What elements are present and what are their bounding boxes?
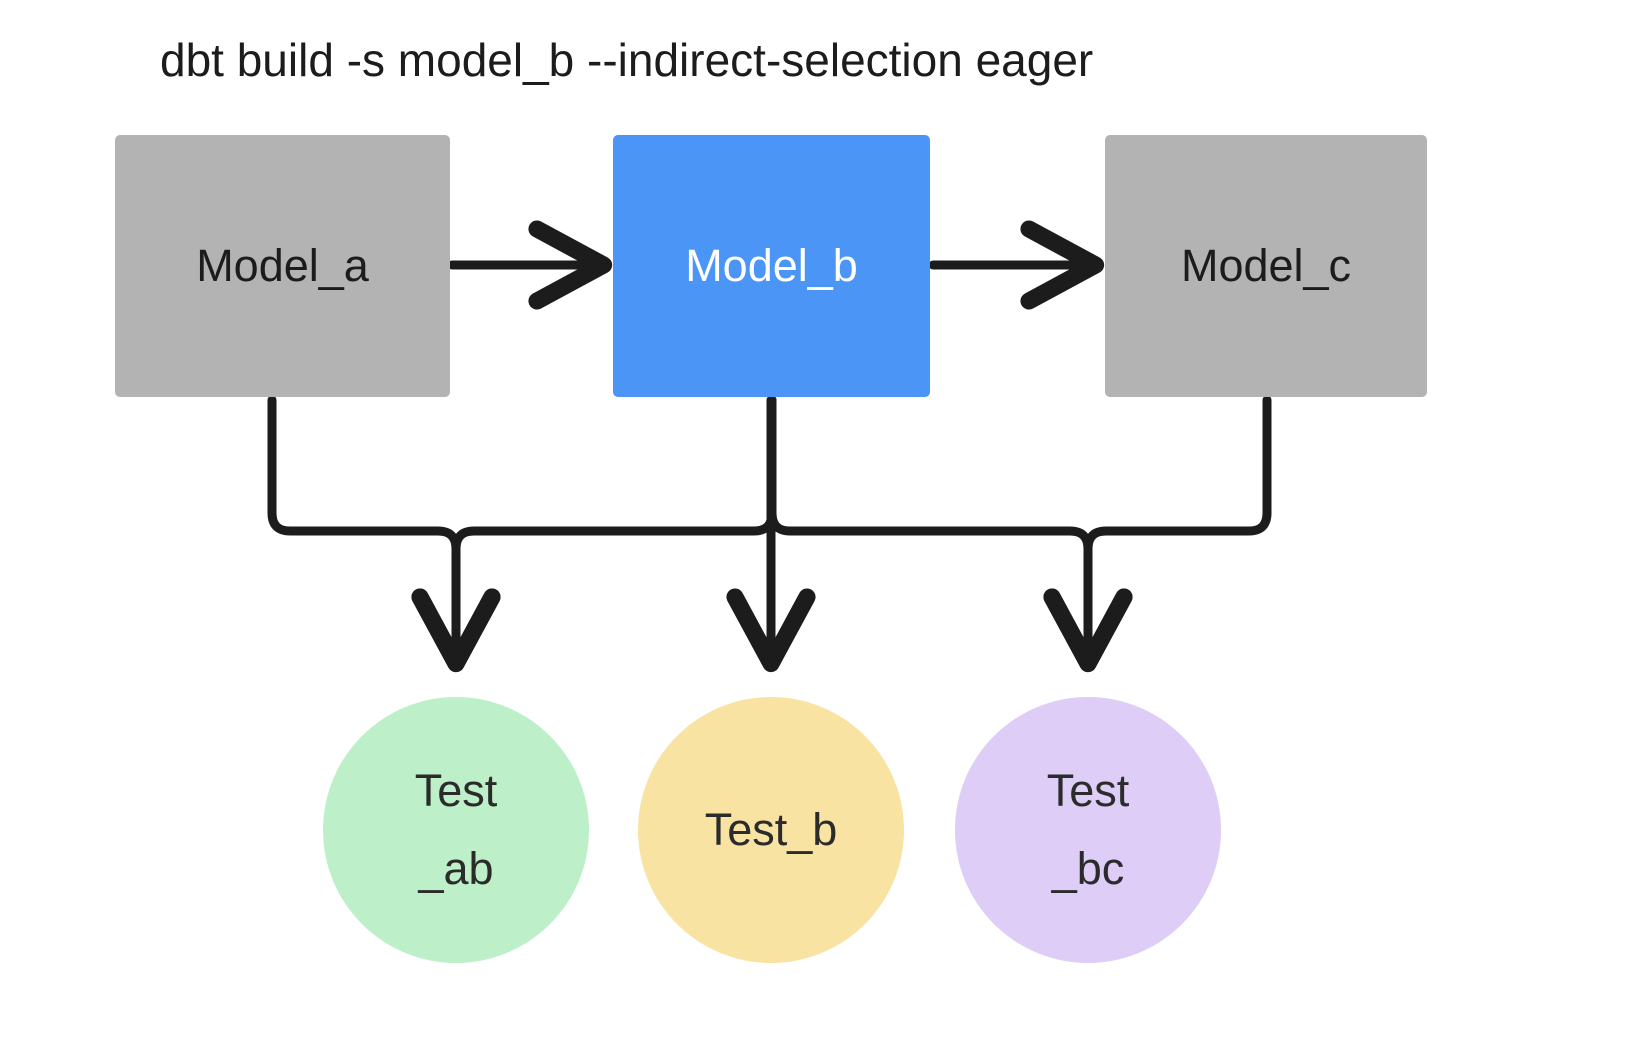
node-test-ab-label-line1: Test [414, 765, 498, 816]
page-title: dbt build -s model_b --indirect-selectio… [160, 34, 1094, 86]
node-model-a[interactable]: Model_a [115, 135, 450, 397]
node-model-c-label: Model_c [1180, 240, 1352, 291]
edge-model-a-to-test-ab [267, 395, 501, 673]
node-test-b[interactable]: Test_b [638, 697, 904, 963]
node-test-ab-label-line2: _ab [418, 843, 494, 894]
node-model-b[interactable]: Model_b [613, 135, 930, 397]
node-test-bc[interactable]: Test _bc [955, 697, 1221, 963]
node-test-bc-label-line2: _bc [1051, 843, 1125, 894]
node-model-b-label: Model_b [685, 240, 858, 291]
node-model-a-label: Model_a [196, 240, 369, 291]
edge-model-b-to-test-bc [767, 395, 1133, 673]
node-test-ab[interactable]: Test _ab [323, 697, 589, 963]
node-model-c[interactable]: Model_c [1105, 135, 1427, 397]
edge-model-b-to-test-ab [411, 395, 777, 673]
edge-model-c-to-test-bc [1043, 395, 1272, 673]
node-test-bc-label-line1: Test [1046, 765, 1130, 816]
node-test-b-label-line1: Test_b [704, 804, 838, 855]
